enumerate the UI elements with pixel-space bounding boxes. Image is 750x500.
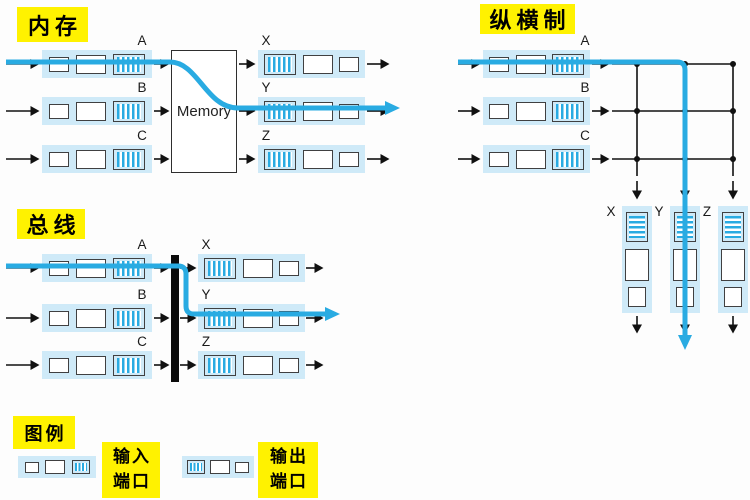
output-port-label: Z xyxy=(702,204,712,219)
empty-cell xyxy=(721,248,745,281)
input-port-label: C xyxy=(137,334,147,349)
legend-input-line1: 输入 xyxy=(113,447,151,468)
empty-cell xyxy=(24,461,39,473)
empty-cell xyxy=(76,149,106,169)
empty-cell xyxy=(49,357,69,373)
legend-title: 图例 xyxy=(13,416,75,449)
hatched-queue-cell xyxy=(187,460,205,474)
output-port-label: X xyxy=(261,33,271,48)
empty-cell xyxy=(302,149,333,169)
empty-cell xyxy=(724,286,742,307)
empty-cell xyxy=(76,355,106,375)
output-port xyxy=(258,145,365,173)
output-port-label: Z xyxy=(261,128,271,143)
input-port-label: A xyxy=(580,33,590,48)
hatched-queue-cell xyxy=(71,460,90,474)
legend-output-port-label: 输出 端口 xyxy=(258,442,318,498)
crossbar-diagram-title: 纵横制 xyxy=(480,4,575,34)
bus-diagram-title: 总线 xyxy=(17,209,85,239)
hatched-queue-cell xyxy=(113,354,145,376)
input-port xyxy=(42,145,152,173)
input-port xyxy=(42,351,152,379)
legend-output-port-icon xyxy=(182,456,254,478)
output-port-label: X xyxy=(201,237,211,252)
bus-bar xyxy=(171,255,179,382)
output-port xyxy=(198,351,305,379)
legend-input-port-icon xyxy=(18,456,96,478)
input-port-label: A xyxy=(137,33,147,48)
empty-cell xyxy=(338,151,359,167)
empty-cell xyxy=(49,151,69,167)
hatched-queue-cell xyxy=(204,354,237,376)
hatched-queue-cell xyxy=(113,148,145,170)
hatched-queue-cell xyxy=(264,148,297,170)
legend-input-line2: 端口 xyxy=(113,472,151,492)
memory-diagram-title: 内存 xyxy=(17,7,88,42)
empty-cell xyxy=(235,461,249,473)
legend-output-line2: 端口 xyxy=(270,472,308,492)
hatched-queue-cell xyxy=(722,212,744,243)
empty-cell xyxy=(278,357,299,373)
empty-cell xyxy=(242,355,273,375)
legend-input-port-label: 输入 端口 xyxy=(102,442,160,498)
output-port-label: Z xyxy=(201,334,211,349)
empty-cell xyxy=(45,460,65,474)
input-port-label: C xyxy=(137,128,147,143)
output-port-vertical xyxy=(718,206,748,313)
input-port-label: A xyxy=(137,237,147,252)
empty-cell xyxy=(210,460,230,474)
legend-output-line1: 输出 xyxy=(270,447,308,468)
